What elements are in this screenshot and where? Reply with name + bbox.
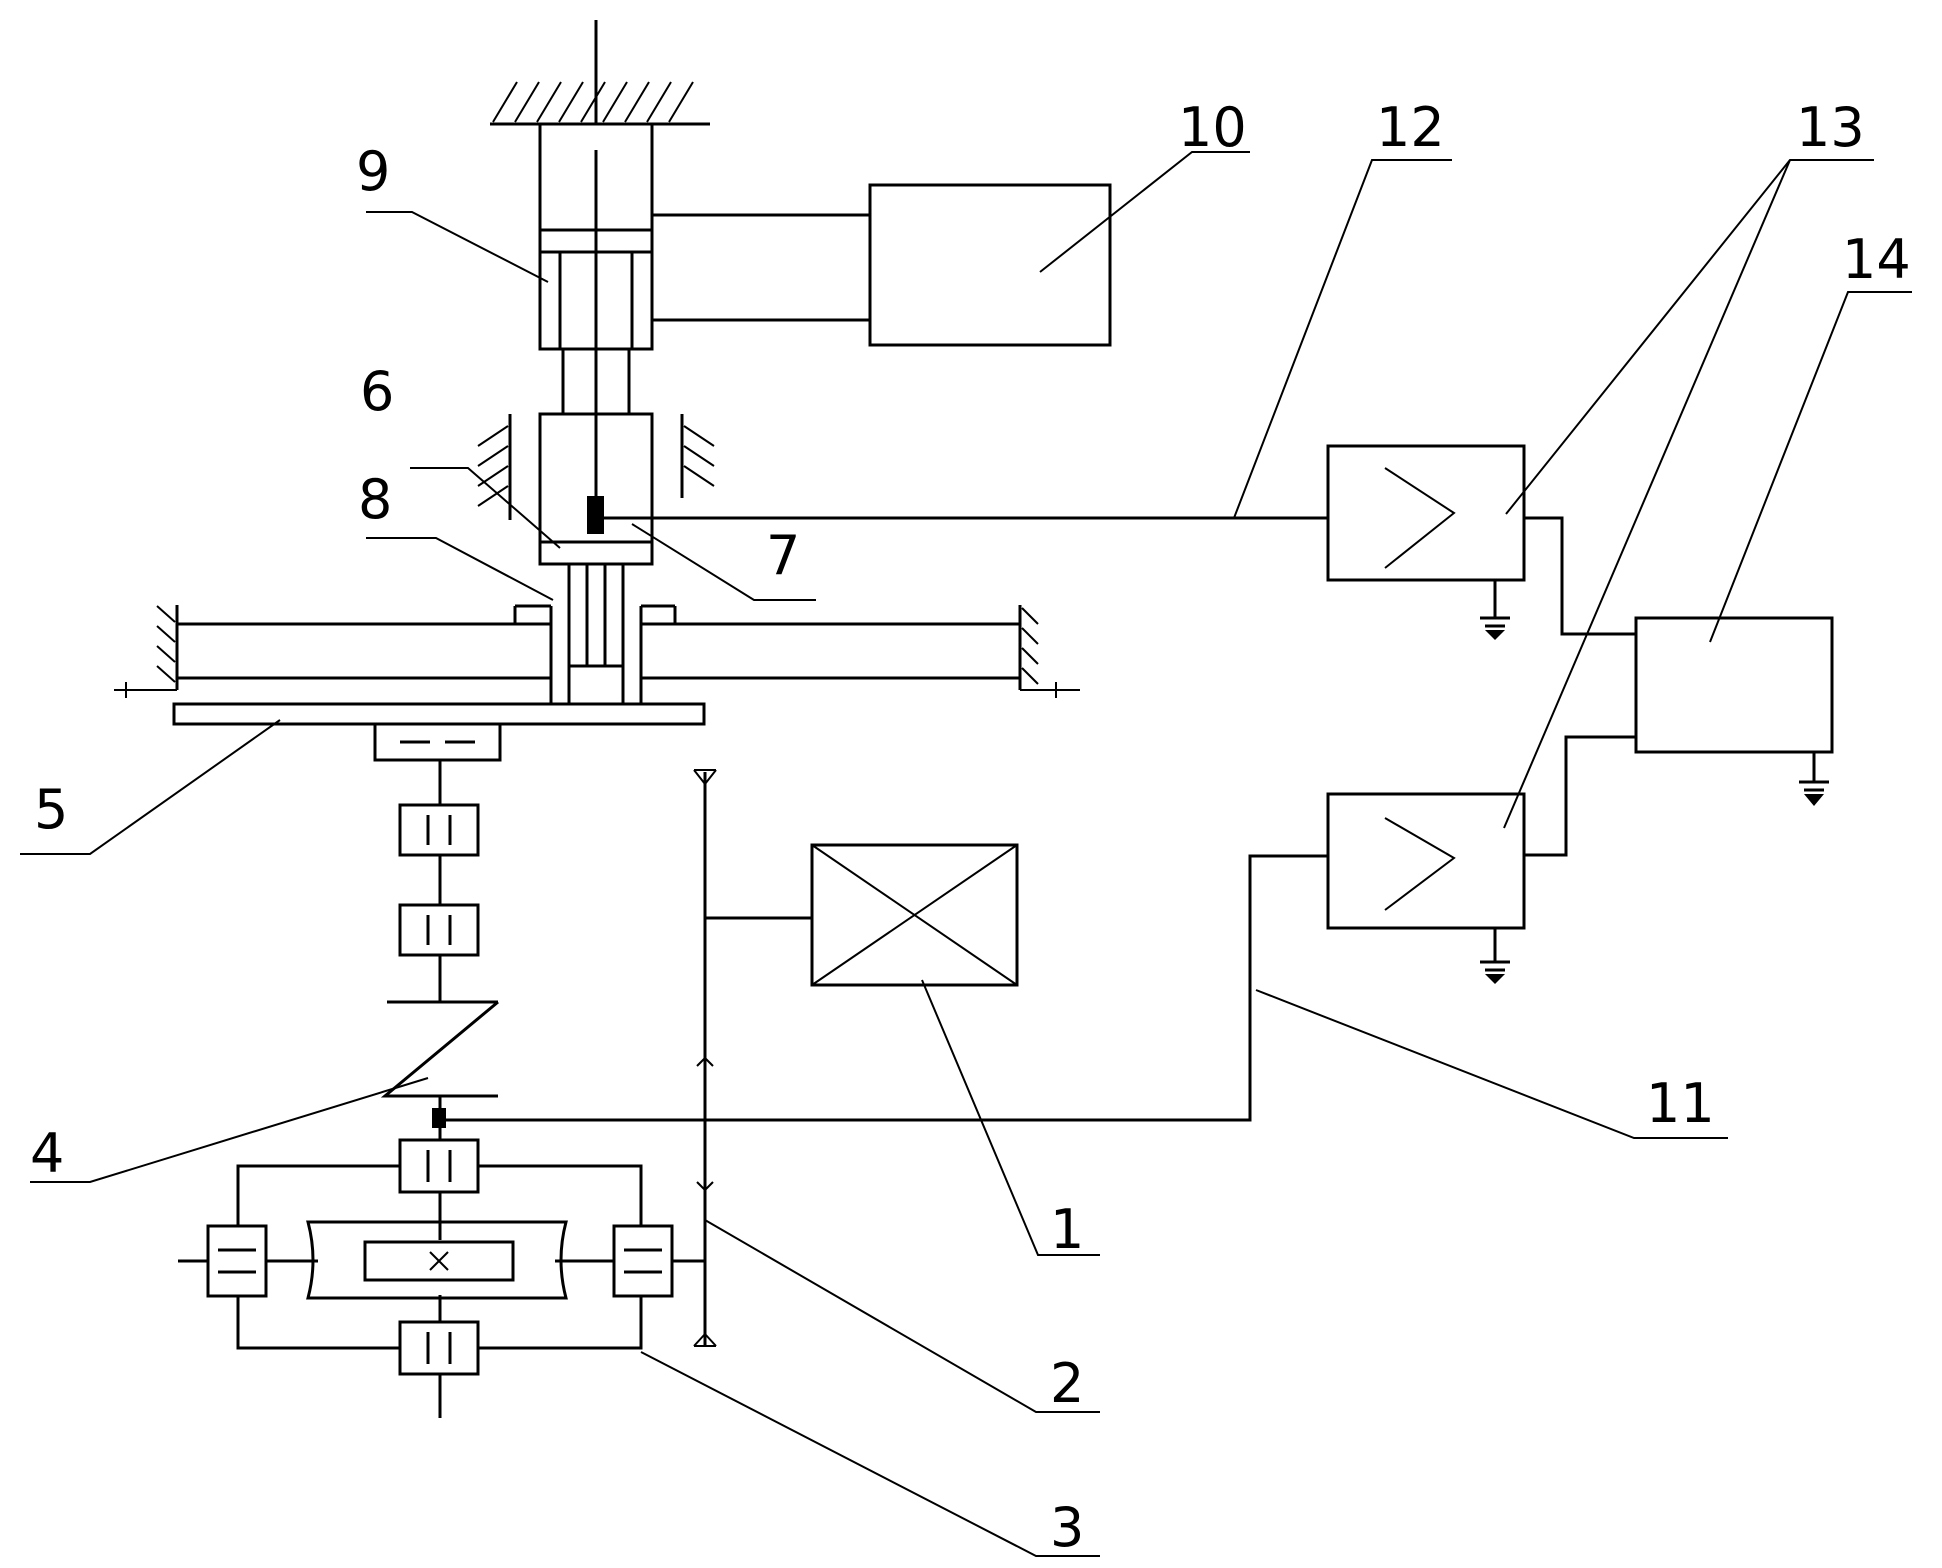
label-5: 5 xyxy=(34,778,68,841)
label-9: 9 xyxy=(356,140,390,203)
force-sensor xyxy=(587,496,604,534)
data-acquisition-unit xyxy=(1634,616,1834,806)
label-8: 8 xyxy=(358,468,392,531)
label-4: 4 xyxy=(30,1122,64,1185)
hydraulic-lines xyxy=(652,213,870,322)
right-guide-support xyxy=(680,414,715,498)
brake-housing xyxy=(114,604,1080,726)
drive-shaft xyxy=(373,722,502,1002)
leader-lines xyxy=(20,151,1912,1557)
flywheel-inertia-block xyxy=(810,843,1019,987)
label-11: 11 xyxy=(1646,1072,1715,1135)
push-rod xyxy=(567,564,625,704)
label-10: 10 xyxy=(1178,96,1247,159)
loading-head xyxy=(538,412,654,566)
label-14: 14 xyxy=(1842,228,1911,291)
hydraulic-power-unit xyxy=(868,183,1112,347)
vertical-shaft xyxy=(693,769,812,1347)
label-1: 1 xyxy=(1050,1198,1084,1261)
label-6: 6 xyxy=(360,360,394,423)
top-ground-support xyxy=(490,20,710,126)
amp-bottom-output-line xyxy=(1524,735,1636,857)
label-12: 12 xyxy=(1376,96,1445,159)
speed-sensor xyxy=(432,1108,446,1128)
amplifier-bottom xyxy=(1326,792,1526,984)
amplifier-top xyxy=(1326,444,1526,640)
label-3: 3 xyxy=(1050,1496,1084,1559)
label-13: 13 xyxy=(1796,96,1865,159)
amp-top-output-line xyxy=(1524,516,1636,636)
label-7: 7 xyxy=(766,524,800,587)
left-guide-support xyxy=(477,414,512,520)
gearbox-assembly xyxy=(178,1138,705,1418)
label-2: 2 xyxy=(1050,1352,1084,1415)
signal-line-speed xyxy=(446,854,1328,1122)
